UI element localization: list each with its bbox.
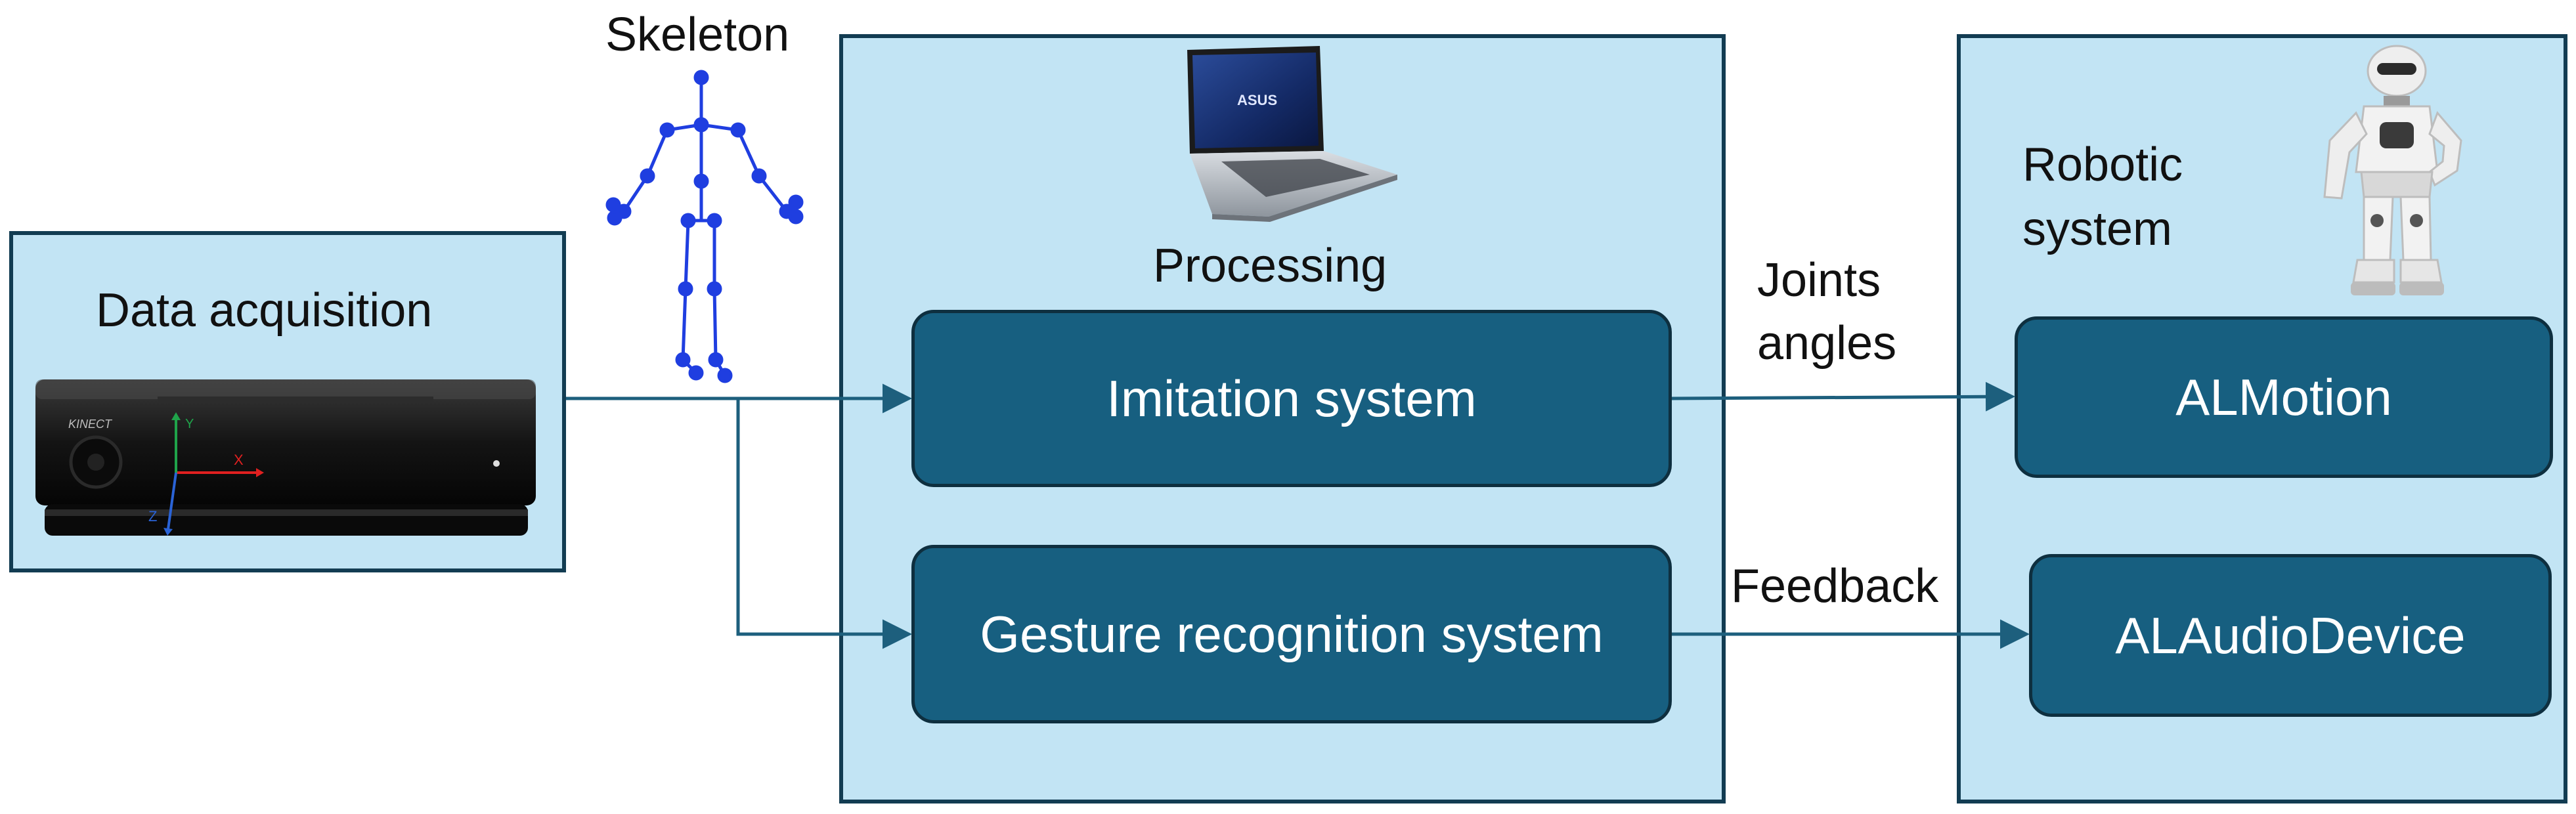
imitation-system-text: Imitation system <box>1106 369 1477 427</box>
kinect-brand-text: KINECT <box>68 418 113 431</box>
axis-x-label: X <box>234 452 244 468</box>
nao-robot-icon <box>2323 45 2462 295</box>
joints-angles-label-line2: angles <box>1757 317 1897 370</box>
axis-y-label: Y <box>185 417 194 431</box>
gesture-recognition-text: Gesture recognition system <box>980 605 1604 663</box>
skeleton-figure-icon <box>605 70 804 383</box>
laptop-icon: ASUS <box>1187 46 1397 222</box>
robotic-system-label-line1: Robotic <box>2022 139 2183 191</box>
processing-label: Processing <box>1153 240 1387 292</box>
almotion-node: ALMotion <box>2015 316 2553 478</box>
arrow-kinect-to-gesture <box>736 398 912 649</box>
connector-arrows <box>566 381 2030 649</box>
data-acquisition-label: Data acquisition <box>96 284 433 337</box>
alaudiodevice-node: ALAudioDevice <box>2029 554 2552 717</box>
alaudiodevice-text: ALAudioDevice <box>2115 606 2466 664</box>
almotion-text: ALMotion <box>2175 368 2392 426</box>
joints-angles-label-line1: Joints <box>1757 254 1881 307</box>
axis-z-label: Z <box>148 508 157 525</box>
kinect-axes-icon <box>164 412 264 536</box>
laptop-brand-text: ASUS <box>1237 92 1277 108</box>
gesture-recognition-node: Gesture recognition system <box>911 545 1672 723</box>
kinect-sensor-icon: KINECT X Y Z <box>35 379 536 536</box>
imitation-system-node: Imitation system <box>911 310 1672 487</box>
arrow-imitation-to-almotion <box>1671 381 2015 412</box>
robotic-system-label-line2: system <box>2022 203 2173 255</box>
skeleton-label: Skeleton <box>605 9 790 61</box>
feedback-label: Feedback <box>1731 560 1939 612</box>
